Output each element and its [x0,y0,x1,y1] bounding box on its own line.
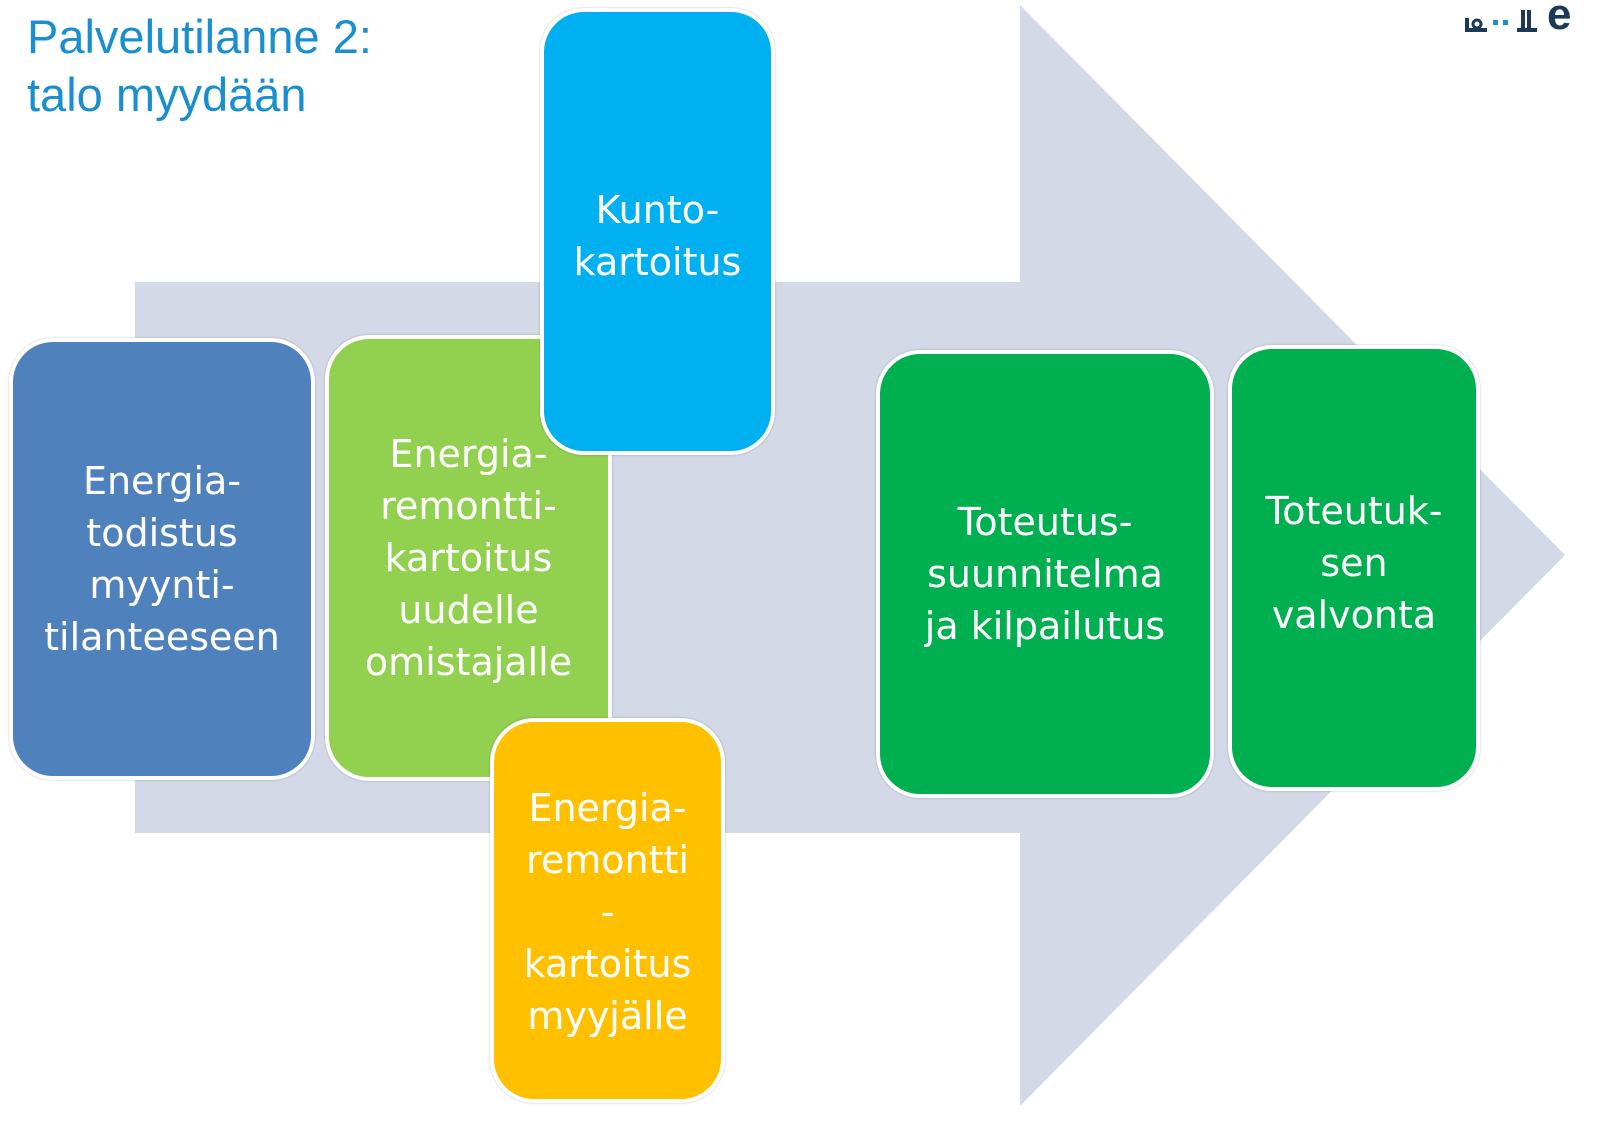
box-text-line: ja kilpailutus [924,604,1166,648]
toteutussuunnitelma-box-label: Toteutus- suunnitelma ja kilpailutus [925,496,1165,652]
toteutuksen-valvonta-box-label: Toteutuk- sen valvonta [1265,485,1442,641]
slide-title-line-2: talo myydään [27,68,307,121]
box-text-line: omistajalle [364,640,573,684]
box-text-line: sen [1320,541,1388,585]
box-text-line: Energia- [389,432,548,476]
box-text-line: kartoitus [523,942,692,986]
energiatodistus-box-label: Energia- todistus myynti- tilanteeseen [44,455,280,663]
box-text-line: valvonta [1271,593,1437,637]
logo-text: e [1547,0,1572,39]
energiaremonttikartoitus-uudelle-box-label: Energia- remontti- kartoitus uudelle omi… [365,428,572,688]
logo: e [1455,0,1608,40]
box-text-line: - [600,890,615,934]
energiaremonttikartoitus-uudelle-box: Energia- remontti- kartoitus uudelle omi… [325,335,612,781]
box-text-line: kartoitus [573,240,742,284]
energiaremonttikartoitus-myyjalle-box: Energia- remontti - kartoitus myyjälle [490,718,725,1103]
energiaremonttikartoitus-myyjalle-box-label: Energia- remontti - kartoitus myyjälle [524,782,692,1042]
box-text-line: uudelle [398,588,539,632]
box-text-line: myyjälle [527,994,688,1038]
box-text-line: suunnitelma [927,552,1163,596]
box-text-line: Energia- [528,786,687,830]
box-text-line: tilanteeseen [44,615,280,659]
slide-title: Palvelutilanne 2: talo myydään [27,8,372,124]
box-text-line: todistus [86,511,238,555]
toteutussuunnitelma-box: Toteutus- suunnitelma ja kilpailutus [876,350,1214,798]
kuntokartoitus-box: Kunto- kartoitus [540,8,775,455]
box-text-line: kartoitus [384,536,553,580]
box-text-line: Energia- [82,459,242,503]
box-text-line: remontti [526,838,689,882]
toteutuksen-valvonta-box: Toteutuk- sen valvonta [1228,345,1480,791]
box-text-line: Toteutuk- [1265,489,1443,533]
box-text-line: remontti- [380,484,557,528]
box-text-line: myynti- [89,563,235,607]
house-keyhole-logo-icon [1465,10,1537,32]
box-text-line: Kunto- [595,188,720,232]
kuntokartoitus-box-label: Kunto- kartoitus [574,184,742,288]
energiatodistus-box: Energia- todistus myynti- tilanteeseen [9,338,315,780]
slide-title-line-1: Palvelutilanne 2: [27,10,372,63]
box-text-line: Toteutus- [957,500,1133,544]
